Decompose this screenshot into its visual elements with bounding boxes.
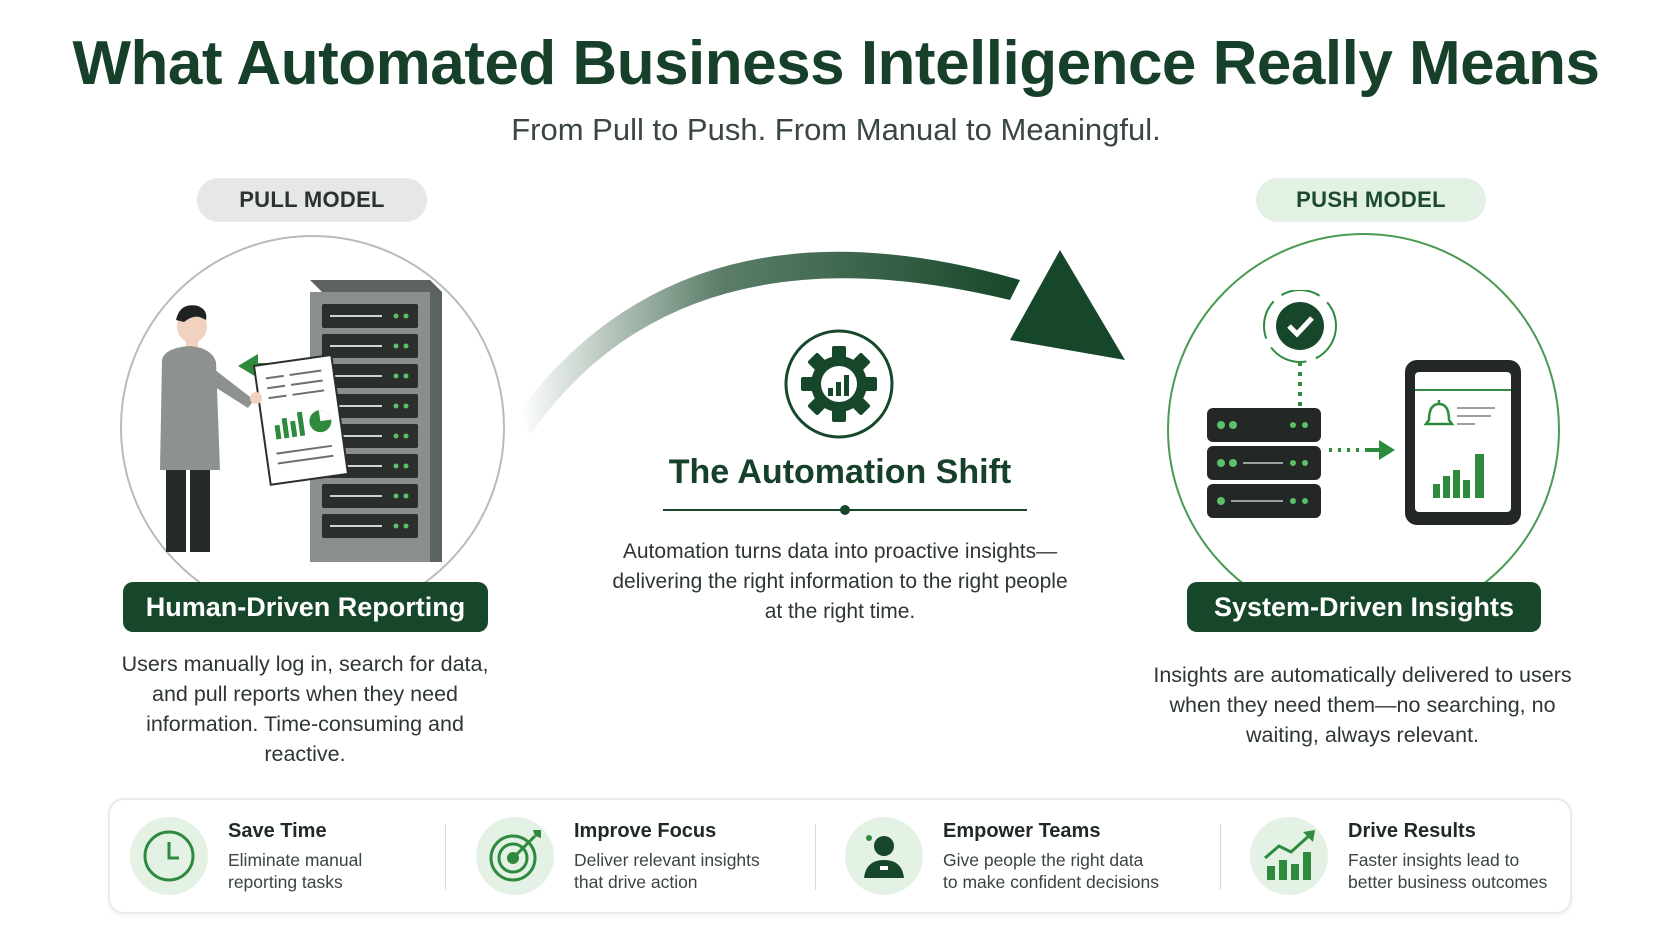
report-document-icon: [252, 353, 350, 486]
bell-icon: [1423, 400, 1455, 426]
system-driven-insights-label: System-Driven Insights: [1187, 582, 1541, 632]
check-badge-icon: [1263, 290, 1337, 363]
benefit-title: Drive Results: [1348, 819, 1476, 842]
push-model-illustration: [1207, 290, 1521, 525]
person-icon: [160, 305, 262, 552]
tablet-icon: [1405, 360, 1521, 525]
benefit-drive-results: Drive Results Faster insights lead to be…: [1250, 800, 1547, 912]
page-title: What Automated Business Intelligence Rea…: [72, 29, 1600, 98]
clock-icon: [143, 830, 195, 882]
center-divider: [663, 505, 1027, 515]
benefits-bar: Save Time Eliminate manual reporting tas…: [108, 798, 1572, 914]
automation-shift-title: The Automation Shift: [668, 453, 1012, 491]
automation-shift-description: Automation turns data into proactive ins…: [612, 540, 1068, 623]
automation-arc-arrow: [520, 250, 1125, 435]
pull-model-pill: PULL MODEL: [197, 178, 427, 222]
push-model-pill: PUSH MODEL: [1256, 178, 1486, 222]
push-model-description: Insights are automatically delivered to …: [1153, 663, 1572, 747]
benefit-text: Eliminate manual reporting tasks: [228, 849, 363, 892]
benefit-title: Empower Teams: [943, 819, 1101, 842]
server-rack-icon: [310, 280, 442, 562]
pull-model-description: Users manually log in, search for data, …: [121, 652, 489, 766]
server-stack-icon: [1207, 408, 1321, 518]
page-subtitle: From Pull to Push. From Manual to Meanin…: [511, 112, 1161, 147]
benefit-text: Faster insights lead to better business …: [1348, 849, 1548, 892]
human-driven-reporting-label: Human-Driven Reporting: [123, 582, 488, 632]
benefit-text: Give people the right data to make confi…: [943, 849, 1159, 892]
target-icon: [489, 830, 541, 882]
benefit-save-time: Save Time Eliminate manual reporting tas…: [130, 800, 362, 912]
benefit-improve-focus: Improve Focus Deliver relevant insights …: [476, 800, 760, 912]
benefit-divider: [815, 824, 816, 890]
benefit-empower-teams: Empower Teams Give people the right data…: [845, 800, 1159, 912]
person-icon: [864, 835, 904, 878]
pull-model-illustration: [160, 280, 442, 562]
benefit-divider: [445, 824, 446, 890]
benefit-text: Deliver relevant insights that drive act…: [574, 849, 760, 892]
benefit-divider: [1220, 824, 1221, 890]
growth-chart-icon: [1264, 830, 1315, 880]
automation-gear-icon: [784, 329, 894, 439]
benefit-title: Improve Focus: [574, 819, 717, 842]
benefit-title: Save Time: [228, 819, 327, 842]
push-arrow-icon: [1329, 440, 1395, 460]
